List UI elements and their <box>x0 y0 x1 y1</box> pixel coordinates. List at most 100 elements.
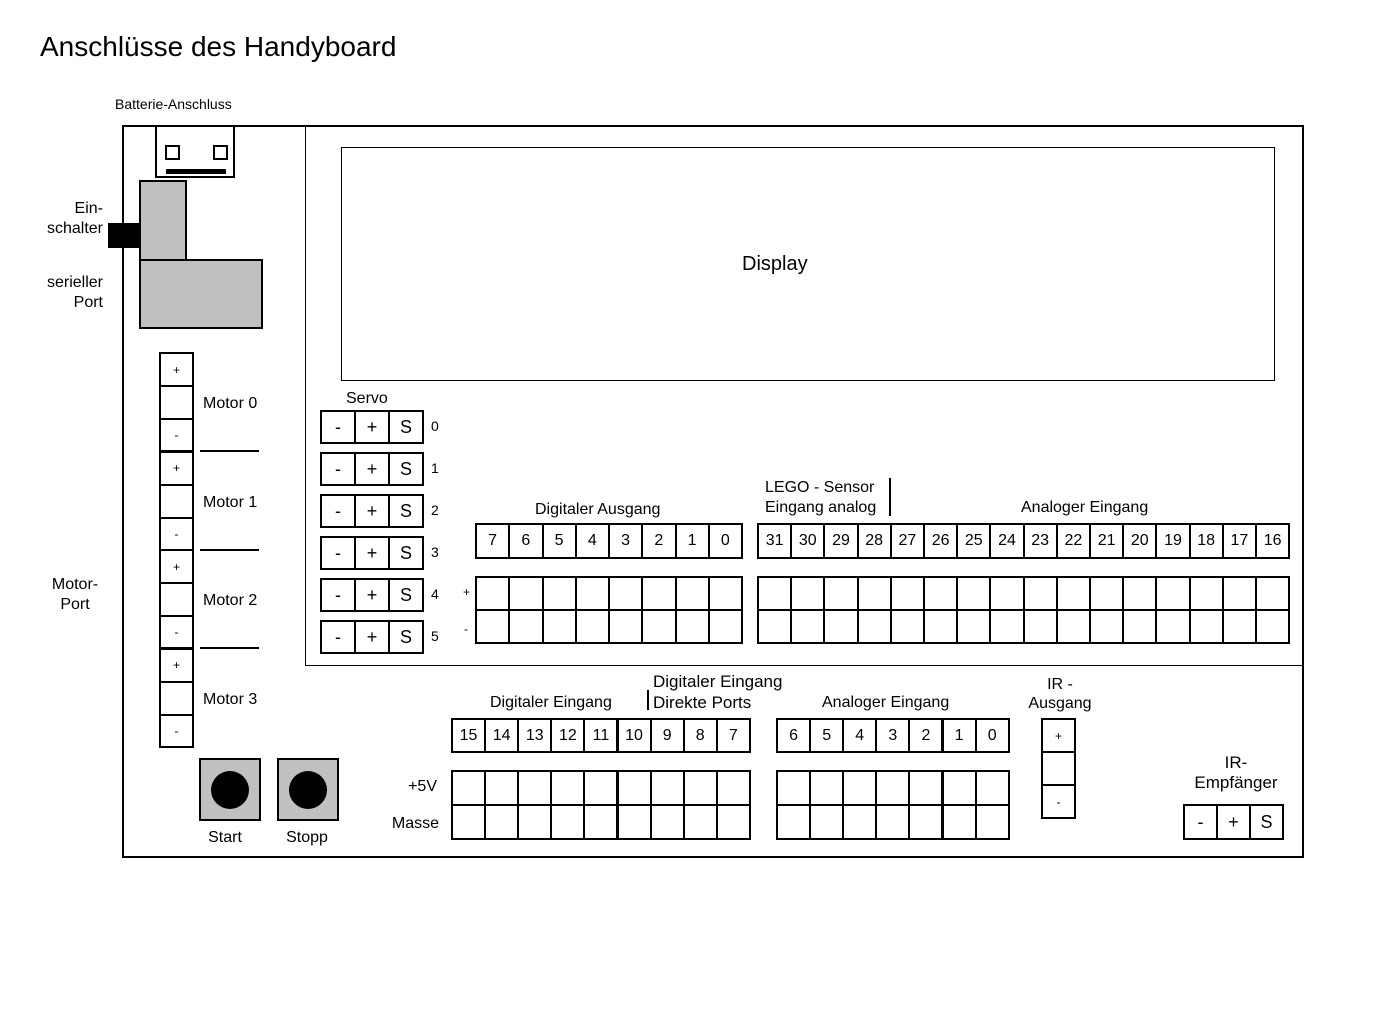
panel-divider-vertical <box>305 125 306 666</box>
servo-pin: + <box>354 578 390 612</box>
analog-input-pin <box>1188 576 1224 611</box>
digital-output-pin <box>574 609 610 644</box>
port-number-cell: 17 <box>1221 523 1257 559</box>
servo-number: 5 <box>431 628 439 644</box>
digital-input-pin <box>484 770 520 806</box>
port-number-cell: 7 <box>475 523 511 559</box>
servo-pin: + <box>354 536 390 570</box>
lego-sensor-label-1: LEGO - Sensor <box>765 479 875 496</box>
port-number-cell: 4 <box>574 523 610 559</box>
display: Display <box>341 147 1275 381</box>
analog-input-pin <box>1255 609 1291 644</box>
analog-input-pin <box>956 576 992 611</box>
motor-label: Motor 0 <box>203 395 258 412</box>
start-button[interactable] <box>199 758 261 821</box>
panel-divider-horizontal <box>305 665 1303 666</box>
digital-input-pin <box>649 770 685 806</box>
analog-input-pin <box>823 576 859 611</box>
button-circle-icon <box>211 771 249 809</box>
motor-pin <box>159 582 194 617</box>
ground-label: Masse <box>391 815 439 832</box>
servo-pin: - <box>320 578 356 612</box>
servo-pin: S <box>388 494 424 528</box>
servo-number: 2 <box>431 502 439 518</box>
board-outline <box>122 125 1304 858</box>
stop-button[interactable] <box>277 758 339 821</box>
digital-input-pin <box>517 770 553 806</box>
ir-receiver-label-2: Empfänger <box>1194 773 1278 792</box>
digital-input-pin <box>484 804 520 840</box>
page-title: Anschlüsse des Handyboard <box>40 31 397 62</box>
analog-input-pin <box>776 804 812 840</box>
servo-number: 1 <box>431 460 439 476</box>
port-number-cell: 24 <box>989 523 1025 559</box>
port-number-cell: 1 <box>941 718 977 753</box>
analog-input-pin <box>1155 609 1191 644</box>
port-number-cell: 5 <box>541 523 577 559</box>
port-number-cell: 2 <box>641 523 677 559</box>
motor-minus-pin: - <box>159 516 194 551</box>
stop-label: Stopp <box>286 829 328 846</box>
analog-input-pin <box>941 770 977 806</box>
analog-input-pin <box>1221 609 1257 644</box>
digital-output-pin <box>608 576 644 611</box>
digital-output-pin <box>574 576 610 611</box>
analog-input-pin <box>908 770 944 806</box>
ir-output-label-1: IR - <box>1047 676 1073 693</box>
digital-input-pin <box>550 804 586 840</box>
ir-receiver-label-1: IR- <box>1224 753 1248 772</box>
analog-input-pin <box>875 770 911 806</box>
port-number-cell: 21 <box>1089 523 1125 559</box>
port-number-cell: 20 <box>1122 523 1158 559</box>
analog-input-pin <box>1122 609 1158 644</box>
port-number-cell: 6 <box>776 718 812 753</box>
port-number-cell: 3 <box>608 523 644 559</box>
power-switch-knob <box>108 223 141 248</box>
servo-pin: - <box>320 494 356 528</box>
analog-input-pin <box>941 804 977 840</box>
digital-output-label: Digitaler Ausgang <box>535 501 661 518</box>
motor-label: Motor 2 <box>203 592 258 609</box>
switch-label-1: Ein- <box>74 200 103 217</box>
digital-input-pin <box>583 804 619 840</box>
analog-input-pin <box>1221 576 1257 611</box>
motor-plus-pin: + <box>159 549 194 584</box>
analog-input-pin <box>1022 576 1058 611</box>
ir-receiver-pin: - <box>1183 804 1218 840</box>
port-number-cell: 26 <box>923 523 959 559</box>
analog-input-pin <box>1089 609 1125 644</box>
ir-output-label-2: Ausgang <box>1028 695 1092 712</box>
digital-input-pin <box>682 804 718 840</box>
analog-input-pin <box>956 609 992 644</box>
port-number-cell: 23 <box>1022 523 1058 559</box>
motor-port-label-1: Motor- <box>51 576 99 593</box>
port-number-cell: 15 <box>451 718 487 753</box>
battery-label: Batterie-Anschluss <box>115 96 232 112</box>
serial-port <box>139 259 263 329</box>
port-number-cell: 31 <box>757 523 793 559</box>
analog-input-pin <box>776 770 812 806</box>
digital-input-pin <box>550 770 586 806</box>
direct-ports-label-1: Digitaler Eingang <box>653 672 783 691</box>
port-number-cell: 13 <box>517 718 553 753</box>
motor-separator <box>200 647 259 649</box>
analog-input-pin <box>989 609 1025 644</box>
port-number-cell: 18 <box>1188 523 1224 559</box>
digital-input-pin <box>583 770 619 806</box>
analog-input-pin <box>974 804 1010 840</box>
port-number-cell: 3 <box>875 718 911 753</box>
digital-output-pin <box>475 609 511 644</box>
plus5v-label: +5V <box>408 778 437 795</box>
analog-input-pin <box>923 576 959 611</box>
motor-separator <box>200 450 259 452</box>
port-number-cell: 14 <box>484 718 520 753</box>
motor-plus-pin: + <box>159 450 194 486</box>
port-number-cell: 6 <box>508 523 544 559</box>
ir-output-pin: + <box>1041 718 1076 753</box>
servo-pin: - <box>320 452 356 486</box>
port-number-cell: 30 <box>790 523 826 559</box>
motor-plus-pin: + <box>159 647 194 683</box>
servo-pin: S <box>388 452 424 486</box>
analog-input-pin <box>908 804 944 840</box>
port-number-cell: 29 <box>823 523 859 559</box>
